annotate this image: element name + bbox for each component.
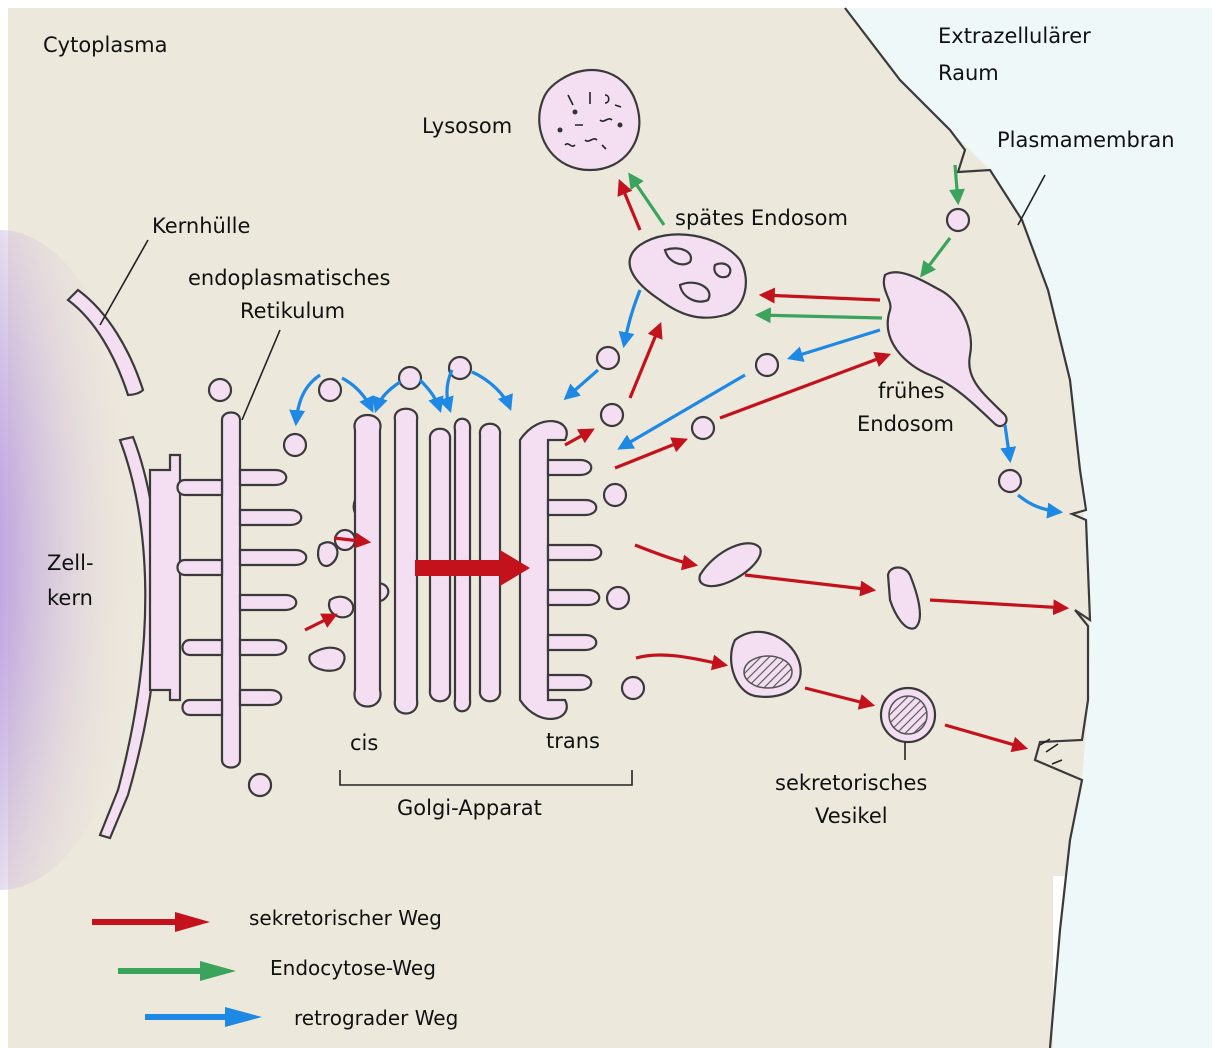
nucleus-label-1: Zell- xyxy=(47,551,94,575)
cytoplasm-label: Cytoplasma xyxy=(43,33,167,57)
golgi-label: Golgi-Apparat xyxy=(397,796,542,820)
cis-label: cis xyxy=(350,731,378,755)
plasma-membrane-label: Plasmamembran xyxy=(997,128,1175,152)
cytoplasm-region-bottom xyxy=(8,876,1053,1048)
extracellular-label-2: Raum xyxy=(938,61,999,85)
lysosome-label: Lysosom xyxy=(422,114,512,138)
lysosome xyxy=(539,70,639,170)
nuclear-envelope-branch xyxy=(150,455,180,700)
early-endosome-label-1: frühes xyxy=(878,379,945,403)
secretory-vesicle-label-2: Vesikel xyxy=(815,804,888,828)
legend-retrograde-label: retrograder Weg xyxy=(294,1006,458,1030)
legend-secretory-label: sekretorischer Weg xyxy=(249,906,442,930)
er-label-2: Retikulum xyxy=(240,299,345,323)
extracellular-label-1: Extrazellulärer xyxy=(938,24,1091,48)
early-endosome-label-2: Endosom xyxy=(857,412,954,436)
trans-label: trans xyxy=(546,729,600,753)
late-endosome-label: spätes Endosom xyxy=(675,206,848,230)
nuclear-envelope-label: Kernhülle xyxy=(152,214,250,238)
nucleus-label-2: kern xyxy=(47,586,93,610)
legend-endocytosis-label: Endocytose-Weg xyxy=(270,956,436,980)
secretory-vesicle-label-1: sekretorisches xyxy=(775,771,927,795)
er-label-1: endoplasmatisches xyxy=(188,266,390,290)
